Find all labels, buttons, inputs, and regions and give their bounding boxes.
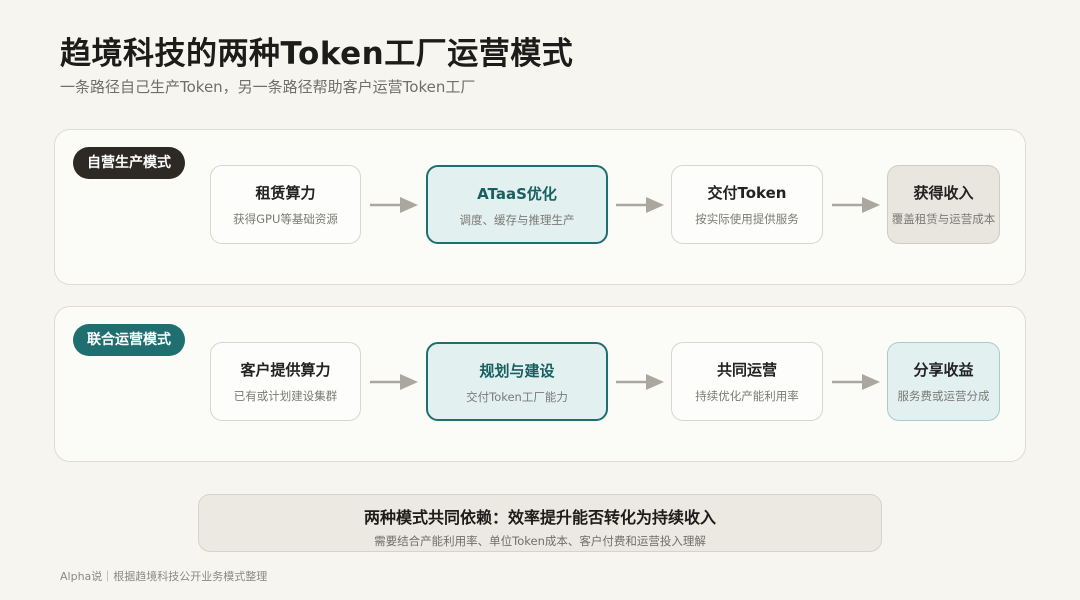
- joint-operation-tag: 联合运营模式: [73, 324, 185, 356]
- step-title: 共同运营: [716, 361, 777, 379]
- step-title: 交付Token: [707, 184, 787, 202]
- step-desc: 调度、缓存与推理生产: [459, 213, 575, 227]
- step-title: 客户提供算力: [240, 361, 331, 379]
- arrow-right-icon: [832, 374, 880, 390]
- step-title: 规划与建设: [479, 362, 555, 380]
- joint-operation-panel: 联合运营模式 客户提供算力 已有或计划建设集群 规划与建设 交付Token工厂能…: [54, 306, 1026, 462]
- page-subtitle: 一条路径自己生产Token，另一条路径帮助客户运营Token工厂: [60, 78, 476, 96]
- step-title: 分享收益: [913, 361, 974, 379]
- step-card-ataas-optimize: ATaaS优化 调度、缓存与推理生产: [426, 165, 608, 244]
- step-desc: 服务费或运营分成: [897, 389, 990, 403]
- step-card-co-operate: 共同运营 持续优化产能利用率: [671, 342, 823, 421]
- step-desc: 已有或计划建设集群: [233, 389, 338, 403]
- arrow-right-icon: [370, 374, 418, 390]
- arrow-right-icon: [616, 374, 664, 390]
- page-title: 趋境科技的两种Token工厂运营模式: [60, 36, 574, 72]
- step-card-earn-revenue: 获得收入 覆盖租赁与运营成本: [887, 165, 1000, 244]
- step-title: 获得收入: [913, 184, 974, 202]
- step-desc: 持续优化产能利用率: [695, 389, 799, 403]
- step-card-plan-build: 规划与建设 交付Token工厂能力: [426, 342, 608, 421]
- self-production-panel: 自营生产模式 租赁算力 获得GPU等基础资源 ATaaS优化 调度、缓存与推理生…: [54, 129, 1026, 285]
- step-card-rent-compute: 租赁算力 获得GPU等基础资源: [210, 165, 361, 244]
- step-title: ATaaS优化: [477, 185, 557, 203]
- arrow-right-icon: [616, 197, 664, 213]
- arrow-right-icon: [832, 197, 880, 213]
- summary-desc: 需要结合产能利用率、单位Token成本、客户付费和运营投入理解: [374, 534, 706, 548]
- step-card-share-revenue: 分享收益 服务费或运营分成: [887, 342, 1000, 421]
- arrow-right-icon: [370, 197, 418, 213]
- step-desc: 获得GPU等基础资源: [233, 212, 338, 226]
- step-title: 租赁算力: [255, 184, 316, 202]
- summary-title: 两种模式共同依赖：效率提升能否转化为持续收入: [363, 508, 716, 527]
- step-desc: 交付Token工厂能力: [466, 390, 568, 404]
- step-card-customer-compute: 客户提供算力 已有或计划建设集群: [210, 342, 361, 421]
- step-desc: 按实际使用提供服务: [695, 212, 799, 226]
- step-card-deliver-token: 交付Token 按实际使用提供服务: [671, 165, 823, 244]
- footer-note: Alpha说｜根据趋境科技公开业务模式整理: [60, 570, 268, 583]
- step-desc: 覆盖租赁与运营成本: [891, 212, 996, 226]
- summary-box: 两种模式共同依赖：效率提升能否转化为持续收入 需要结合产能利用率、单位Token…: [198, 494, 882, 552]
- self-production-tag: 自营生产模式: [73, 147, 185, 179]
